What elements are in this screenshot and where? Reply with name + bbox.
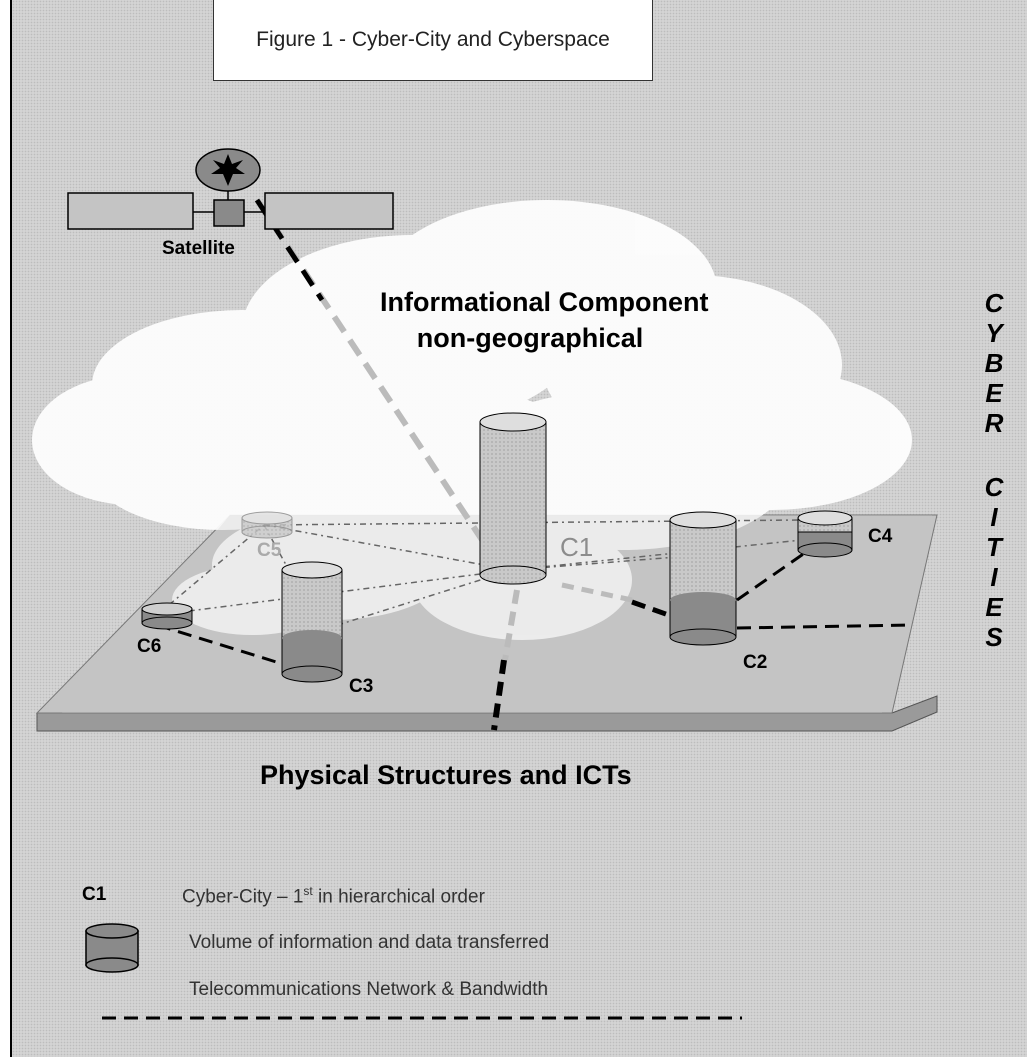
cylinder-c4 — [797, 510, 853, 558]
satellite-body — [213, 199, 245, 227]
side-letter: C — [984, 472, 1004, 502]
backbone-links — [156, 546, 913, 731]
city-label-c2: C2 — [743, 652, 767, 673]
side-letter: I — [990, 562, 998, 592]
city-label-c1: C1 — [560, 532, 593, 562]
cylinder-c3 — [281, 561, 343, 683]
side-label-gap — [972, 438, 1016, 472]
satellite-right-panel — [264, 192, 394, 230]
city-label-c5: C5 — [257, 540, 282, 561]
legend-key: C1 — [82, 884, 107, 905]
figure-background: Figure 1 - Cyber-City and Cyberspace — [10, 0, 1027, 1057]
satellite-label: Satellite — [162, 238, 235, 259]
satellite-left-panel — [67, 192, 194, 230]
legend-volume-text: Volume of information and data transferr… — [189, 932, 550, 953]
side-letter: B — [984, 348, 1004, 378]
side-letter: S — [985, 622, 1003, 652]
side-letter: T — [986, 532, 1002, 562]
satellite-link-dark — [254, 198, 325, 302]
cloud-label: Informational Component non-geographical — [380, 284, 709, 356]
cloud-label-line2: non-geographical — [416, 323, 644, 353]
legend-cyber-city-text: Cyber-City – 1st in hierarchical order — [182, 884, 485, 908]
figure-title-text: Figure 1 - Cyber-City and Cyberspace — [256, 28, 610, 51]
c1-c2-link — [561, 582, 633, 603]
satellite — [67, 148, 394, 230]
cylinder-c1 — [479, 412, 547, 585]
c1-down-link — [502, 589, 520, 661]
legend-cylinder-icon — [85, 923, 139, 973]
cylinder-c2 — [669, 511, 737, 646]
cloud-label-line1: Informational Component — [380, 287, 709, 317]
side-letter: Y — [985, 318, 1003, 348]
city-label-c3: C3 — [349, 676, 373, 697]
side-letter: I — [990, 502, 998, 532]
side-letter: E — [985, 378, 1003, 408]
side-letter: C — [984, 288, 1004, 318]
satellite-star-icon — [211, 154, 245, 186]
cylinder-c5 — [241, 511, 293, 539]
city-label-c6: C6 — [137, 636, 161, 657]
legend-network-text: Telecommunications Network & Bandwidth — [189, 979, 549, 1000]
side-letter: E — [985, 592, 1003, 622]
base-label: Physical Structures and ICTs — [260, 760, 632, 790]
cylinder-c6 — [141, 602, 193, 630]
city-label-c4: C4 — [868, 526, 893, 547]
figure-title: Figure 1 - Cyber-City and Cyberspace — [213, 0, 653, 81]
side-letter: R — [984, 408, 1004, 438]
